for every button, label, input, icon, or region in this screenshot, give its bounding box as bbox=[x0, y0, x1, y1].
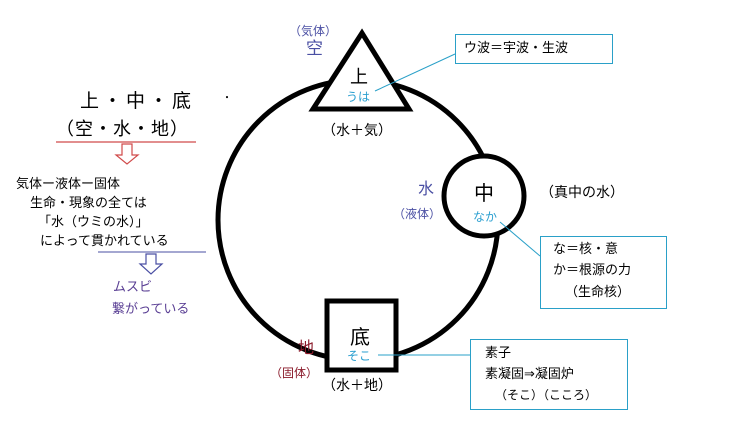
statement-line-1: 生命・現象の全ては bbox=[30, 196, 147, 211]
connected-label: 繋がっている bbox=[112, 302, 190, 317]
bottom-callout-box: 素子 素凝固⇒凝固炉 （そこ）（こころ） bbox=[470, 339, 628, 410]
middle-callout-line-1: な＝核・意 bbox=[553, 242, 619, 257]
musubi-label: ムスビ bbox=[113, 280, 153, 295]
top-callout-box: ウ波＝宇波・生波 bbox=[455, 34, 613, 64]
middle-kanji: 中 bbox=[474, 181, 494, 205]
top-triangle bbox=[308, 28, 414, 112]
bottom-reading: そこ bbox=[347, 349, 372, 363]
top-reading: うは bbox=[346, 90, 371, 104]
down-arrow-red-icon bbox=[114, 143, 140, 165]
middle-callout-line-3: （生命核） bbox=[565, 285, 631, 300]
left-heading: 上・中・底 bbox=[80, 90, 196, 112]
top-formula: （水＋気） bbox=[322, 123, 392, 139]
top-kanji: 上 bbox=[350, 67, 368, 88]
left-heading-dot: ・ bbox=[222, 93, 232, 104]
statement-line-2: 「水（ウミの水）」 bbox=[38, 215, 149, 230]
statement-line-3: によって貫かれている bbox=[40, 234, 169, 249]
earth-label: 地 bbox=[298, 338, 315, 357]
bottom-kanji: 底 bbox=[350, 325, 370, 349]
states-line: 気体ー液体ー固体 bbox=[16, 177, 121, 192]
water-label: 水 bbox=[418, 179, 435, 198]
top-leader-line bbox=[374, 53, 456, 92]
gas-label: （気体） bbox=[289, 24, 338, 38]
bottom-square bbox=[324, 298, 399, 373]
bottom-callout-line-3: （そこ）（こころ） bbox=[495, 388, 598, 402]
bottom-callout-line-1: 素子 bbox=[485, 346, 512, 361]
middle-callout-box: な＝核・意 か＝根源の力 （生命核） bbox=[540, 236, 667, 309]
middle-reading: なか bbox=[473, 210, 498, 224]
left-subheading: （空・水・地） bbox=[56, 119, 189, 140]
middle-right-label: （真中の水） bbox=[540, 185, 624, 201]
sky-label: 空 bbox=[306, 39, 323, 59]
solid-label: （固体） bbox=[270, 366, 319, 380]
liquid-label: （液体） bbox=[393, 207, 442, 221]
middle-leader-line bbox=[499, 221, 541, 257]
bottom-callout-line-2: 素凝固⇒凝固炉 bbox=[485, 367, 574, 382]
middle-circle bbox=[441, 153, 527, 239]
down-arrow-blue-icon bbox=[138, 253, 164, 275]
bottom-formula: （水＋地） bbox=[322, 378, 392, 394]
top-callout-text: ウ波＝宇波・生波 bbox=[464, 41, 569, 56]
middle-callout-line-2: か＝根源の力 bbox=[553, 263, 632, 278]
